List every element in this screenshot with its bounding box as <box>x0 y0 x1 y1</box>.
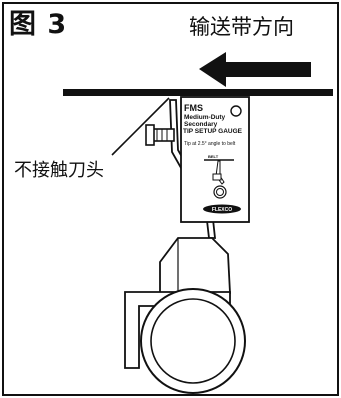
gauge-line1: Medium-Duty <box>184 114 226 121</box>
gauge-tip-sketch <box>212 160 227 199</box>
direction-label: 输送带方向 <box>189 15 294 39</box>
callout-line <box>111 97 170 156</box>
gauge-logo: FLEXCO <box>212 207 232 213</box>
gauge-title: TIP SETUP GAUGE <box>183 128 243 135</box>
gauge-line2: Secondary <box>184 121 218 128</box>
gauge-logo-oval <box>203 204 241 214</box>
gauge-hole <box>230 105 242 117</box>
gauge-instruction: Tip at 2.5° angle to belt <box>184 141 236 147</box>
gauge-brand: FMS <box>184 103 203 113</box>
figure-frame <box>2 2 339 396</box>
arm-bolt <box>145 124 175 146</box>
figure-label: 图 3 <box>9 9 68 40</box>
conveyor-belt <box>63 89 333 96</box>
gauge-belt-mark: BELT <box>208 154 219 159</box>
tensioner-housing <box>159 237 231 294</box>
callout-label: 不接触刀头 <box>14 160 104 181</box>
mount-pole-inner <box>150 298 236 384</box>
direction-arrow <box>199 52 311 87</box>
